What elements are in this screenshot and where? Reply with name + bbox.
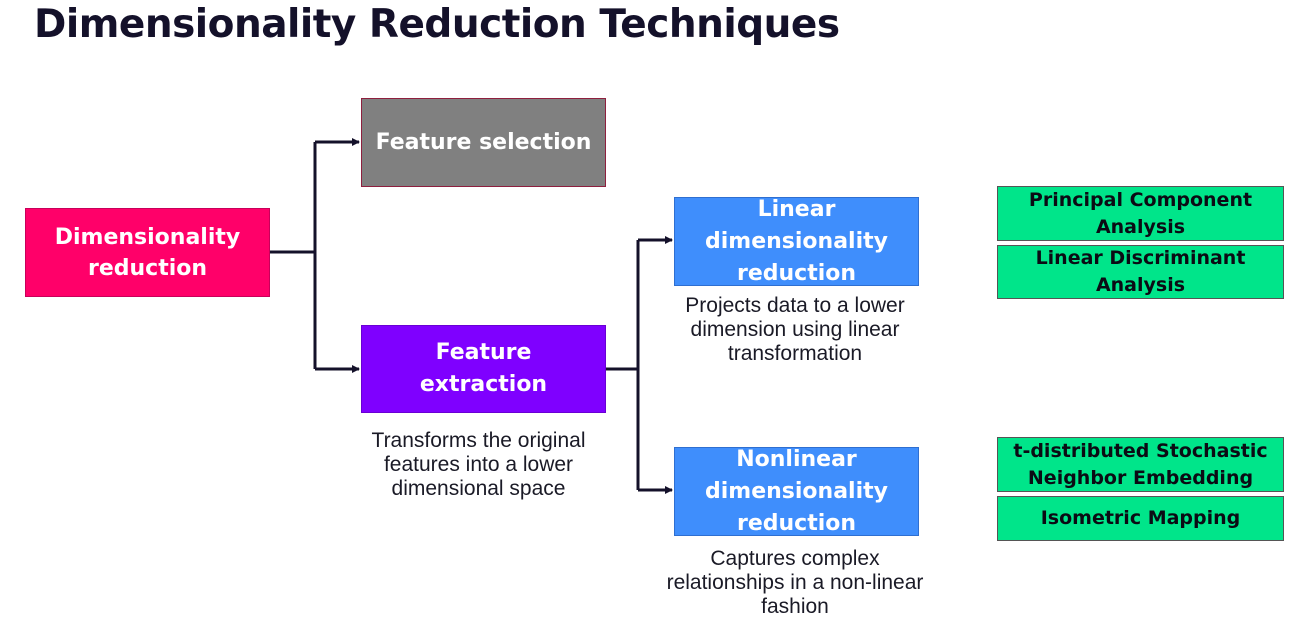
tsne-node: t-distributed Stochastic Neighbor Embedd…: [997, 437, 1284, 492]
lda-node: Linear Discriminant Analysis: [997, 245, 1284, 299]
dimensionality-reduction-node: Dimensionality reduction: [25, 208, 270, 297]
linear-reduction-description: Projects data to a lower dimension using…: [685, 294, 905, 365]
isomap-node: Isometric Mapping: [997, 496, 1284, 541]
feature-selection-node: Feature selection: [361, 98, 606, 187]
linear-reduction-node: Linear dimensionality reduction: [674, 197, 919, 286]
nonlinear-reduction-node: Nonlinear dimensionality reduction: [674, 447, 919, 536]
feature-extraction-node: Feature extraction: [361, 325, 606, 413]
feature-extraction-description: Transforms the original features into a …: [371, 429, 586, 500]
pca-node: Principal Component Analysis: [997, 186, 1284, 241]
page-title: Dimensionality Reduction Techniques: [34, 2, 840, 47]
nonlinear-reduction-description: Captures complex relationships in a non-…: [666, 547, 924, 618]
